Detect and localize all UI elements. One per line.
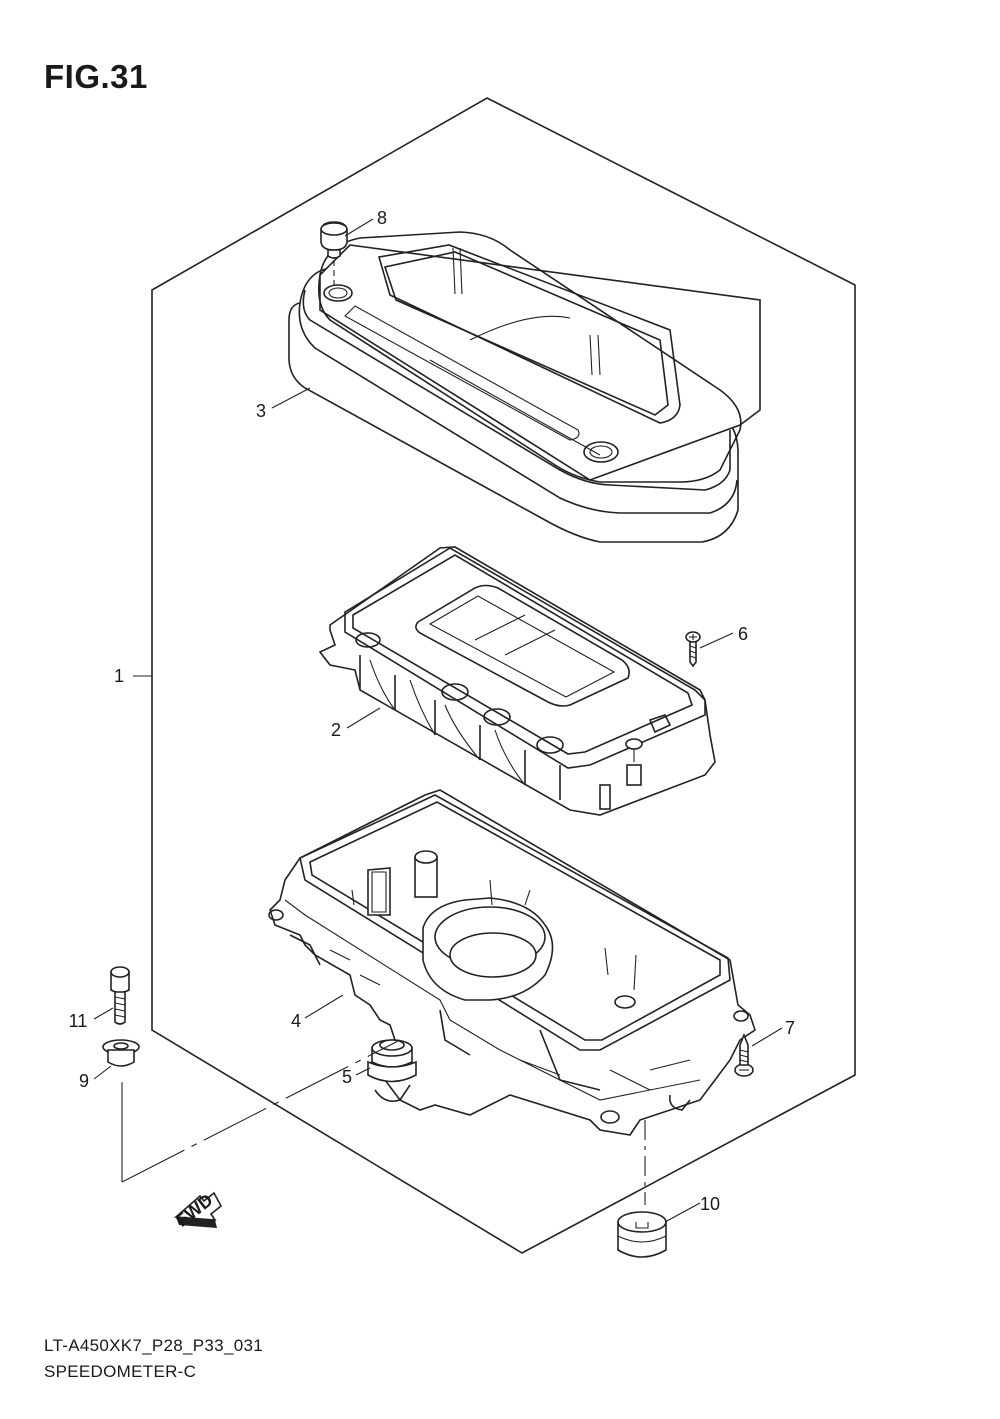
callout-2: 2 <box>331 720 341 740</box>
part-5-grommet[interactable] <box>367 1039 417 1083</box>
part-3-meter-cover[interactable] <box>288 231 761 543</box>
figure-subtitle: SPEEDOMETER-C <box>44 1362 197 1381</box>
callout-4: 4 <box>291 1011 301 1031</box>
callout-6: 6 <box>738 624 748 644</box>
callout-7: 7 <box>785 1018 795 1038</box>
part-7-tapping-screw[interactable] <box>734 1032 754 1077</box>
figure-title: FIG.31 <box>44 58 148 95</box>
callout-1: 1 <box>114 666 124 686</box>
callout-8: 8 <box>377 208 387 228</box>
part-9-collar[interactable] <box>102 1039 140 1067</box>
callout-5: 5 <box>342 1067 352 1087</box>
leader-lines <box>93 218 783 1223</box>
part-6-screw[interactable] <box>685 631 701 668</box>
model-code: LT-A450XK7_P28_P33_031 <box>44 1336 263 1355</box>
callout-3: 3 <box>256 401 266 421</box>
assembly-guides <box>121 1039 646 1205</box>
part-10-cushion[interactable] <box>617 1211 667 1258</box>
callout-9: 9 <box>79 1071 89 1091</box>
callout-10: 10 <box>700 1194 720 1214</box>
part-2-speedometer-unit[interactable] <box>318 546 716 816</box>
part-8-cover-screw[interactable] <box>320 221 348 285</box>
callout-11: 11 <box>69 1011 88 1031</box>
fwd-arrow-icon: FWD <box>172 1190 223 1231</box>
assembly-boundary <box>151 97 856 1254</box>
part-11-bolt[interactable] <box>110 966 130 1025</box>
